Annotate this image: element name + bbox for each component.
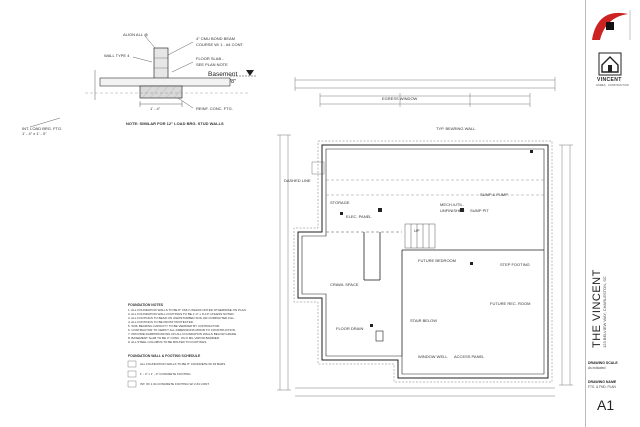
plan-label: ELEC. PANEL xyxy=(346,214,372,219)
plan-label: MECH./UTIL. xyxy=(440,202,464,207)
ftg-label-2: 1' - 4" x 1' - 0" xyxy=(22,131,47,136)
notes-title: FOUNDATION NOTES xyxy=(128,303,164,307)
brand-name: VINCENT xyxy=(597,77,622,83)
plan-label: EGRESS WINDOW xyxy=(382,96,418,101)
drawing-scale-value: As indicated xyxy=(588,366,606,370)
cmu-label-1: 4" CMU BOND BEAM xyxy=(196,36,235,41)
drawing-name-value: FTG. & FND. PLAN xyxy=(588,385,616,389)
note-line: 8. BASEMENT SLAB TO BE 4" CONC. ON 6 MIL… xyxy=(128,336,220,340)
plan-label: CRAWL SPACE xyxy=(330,282,359,287)
schedule-title: FOUNDATION WALL & FOOTING SCHEDULE xyxy=(128,354,201,358)
plan-label: WINDOW WELL xyxy=(418,354,448,359)
ftg-label-1: INT. LOAD BRG. FTG. xyxy=(22,126,62,131)
reinf-label: REINF. CONC. FTG. xyxy=(196,106,233,111)
note-line: 5. SOIL BEARING CAPACITY TO BE VERIFIED … xyxy=(128,324,220,328)
note-line: 6. CONTRACTOR TO VERIFY ALL DIMENSIONS P… xyxy=(128,328,236,332)
plan-label: STEP FOOTING xyxy=(500,262,530,267)
plan-label: SUMP & PUMP xyxy=(480,192,508,197)
firm-logo-icon xyxy=(592,10,631,40)
cmu-label-2: COURSE W/ 1 - #4 CONT. xyxy=(196,42,244,47)
wall-type-label: WALL TYPE 4 xyxy=(104,53,130,58)
project-address: 123 BELVIEW WAY, CHARLESTON, SC xyxy=(602,276,607,348)
drawing-name-label: DRAWING NAME xyxy=(588,380,617,384)
floor-slab-2: SEE PLAN NOTE xyxy=(196,62,228,67)
note-line: 2. ALL FOUNDATION WALL FOOTINGS TO BE 1'… xyxy=(128,312,235,316)
floor-slab-1: FLOOR SLAB - xyxy=(196,56,224,61)
align-label: ALIGN ALL @ xyxy=(123,32,148,37)
plan-label: STORAGE xyxy=(330,200,350,205)
wall-section-detail: ALIGN ALL @ 4" CMU BOND BEAM COURSE W/ 1… xyxy=(22,32,256,136)
note-line: 9. ALL STEEL COLUMNS TO BE BOLTED TO FOO… xyxy=(128,340,207,344)
foundation-plan: MECH./UTIL. UNFINISHED STORAGE FUTURE RE… xyxy=(277,77,573,397)
brand-subtitle: HOMES · CONSTRUCTION xyxy=(596,84,629,87)
note-label: NOTE: SIMILAR FOR 12" LOAD BRG. STUD WAL… xyxy=(126,121,224,126)
plan-label: STAIR BELOW xyxy=(410,318,437,323)
plan-label: FLOOR DRAIN xyxy=(336,326,363,331)
plan-label: TYP. BEARING WALL xyxy=(436,126,476,131)
house-logo-icon xyxy=(598,52,622,76)
plan-label: FUTURE REC. ROOM xyxy=(490,301,530,306)
plan-label: FUTURE BEDROOM xyxy=(418,258,456,263)
schedule-row: ALL FOUNDATION WALLS TO BE 8" CONCRETE W… xyxy=(140,362,225,366)
note-line: 4. ALL FOOTINGS TO BE FROST PROTECTED. xyxy=(128,320,194,324)
plan-label: SUMP PIT xyxy=(470,208,489,213)
basement-label: Basement xyxy=(208,71,237,78)
schedule-row: INT. W/ 1 #4 CONCRETE FOOTING W/ 2 #4 CO… xyxy=(140,382,210,386)
foundation-notes: FOUNDATION NOTES 1. ALL FOUNDATION WALLS… xyxy=(127,303,247,388)
plan-label: UP xyxy=(414,228,420,233)
plan-label: DASHED LINE xyxy=(284,178,311,183)
note-line: 3. ALL FOOTINGS TO BEAR ON UNDISTURBED S… xyxy=(128,316,235,320)
dim-label: 1' - 4" xyxy=(150,106,161,111)
note-line: 1. ALL FOUNDATION WALLS TO BE 8" CMU UNL… xyxy=(128,308,247,312)
plan-label: ACCESS PANEL xyxy=(454,354,485,359)
title-block xyxy=(585,0,640,427)
plan-label: UNFINISHED xyxy=(440,208,465,213)
note-line: 7. PROVIDE DAMPPROOFING ON ALL FOUNDATIO… xyxy=(128,332,237,336)
schedule-row: 1' - 4" x 1' - 0" CONCRETE FOOTING xyxy=(140,372,191,376)
drawing-scale-label: DRAWING SCALE xyxy=(588,361,618,365)
sheet-number: A1 xyxy=(597,397,615,413)
